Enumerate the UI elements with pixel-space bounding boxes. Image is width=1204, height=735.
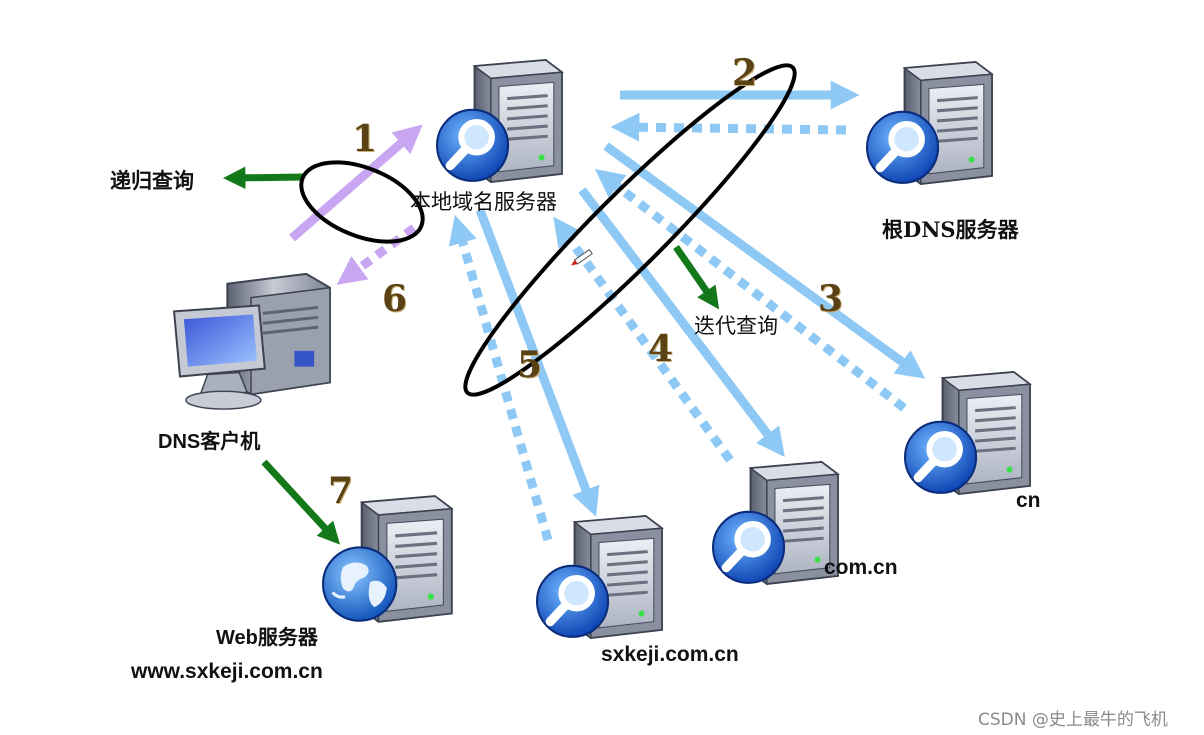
dns-client-label: DNS客户机 — [158, 431, 261, 453]
iterative-query-ellipse — [463, 63, 797, 397]
comcn-server-label: com.cn — [824, 556, 898, 579]
local-dns-server-label: 本地域名服务器 — [410, 190, 557, 214]
sxkeji-server-label: sxkeji.com.cn — [601, 643, 739, 666]
step-number-2: 2 — [732, 52, 758, 94]
csdn-watermark: CSDN @史上最牛的飞机 — [978, 710, 1168, 730]
arrow-step-4-answer — [553, 216, 734, 463]
arrow-iterative-pointer — [673, 245, 720, 310]
arrow-step-3-answer — [594, 168, 907, 412]
arrow-step-7-connect — [261, 459, 341, 545]
step-number-5: 5 — [517, 344, 543, 386]
step-number-1: 1 — [352, 118, 378, 160]
arrow-step-6-answer — [336, 224, 417, 285]
cn-dns-server-icon — [905, 372, 1030, 494]
arrow-step-3-query — [603, 142, 926, 379]
root-dns-server-label: 根DNS服务器 — [882, 217, 1019, 242]
arrow-recursive-pointer — [223, 166, 305, 190]
sxkeji-dns-server-icon — [537, 516, 662, 638]
step-number-4: 4 — [648, 328, 674, 370]
arrow-step-2-answer — [610, 112, 847, 142]
step-number-3: 3 — [818, 278, 844, 320]
iterative-query-label: 迭代查询 — [694, 314, 778, 338]
step-number-7: 7 — [328, 470, 354, 512]
comcn-dns-server-icon — [713, 462, 838, 584]
recursive-query-ellipse — [299, 160, 425, 244]
cn-server-label: cn — [1016, 489, 1041, 512]
web-server-label: Web服务器 — [216, 627, 318, 649]
arrow-step-1-query — [289, 124, 423, 242]
root-dns-server-icon — [867, 62, 992, 184]
local-dns-server-icon — [437, 60, 562, 182]
arrow-step-4-query — [578, 187, 785, 458]
recursive-query-label: 递归查询 — [110, 168, 194, 193]
dns-client-computer-icon — [172, 272, 332, 411]
pointer-cursor-icon — [571, 248, 593, 266]
web-server-icon — [321, 494, 454, 624]
web-host-label: www.sxkeji.com.cn — [131, 660, 323, 683]
arrows-layer — [223, 80, 926, 545]
arrow-step-5-query — [475, 208, 600, 517]
step-number-6: 6 — [382, 278, 408, 320]
